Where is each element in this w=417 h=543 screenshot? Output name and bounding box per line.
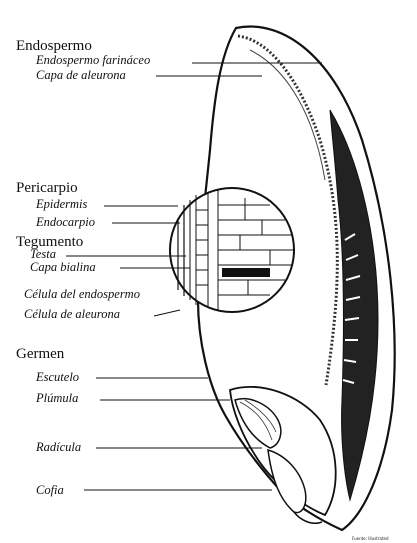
image-credit: Fuente: Illustrated [352, 536, 389, 541]
label-celula-de-aleurona: Célula de aleurona [24, 307, 120, 321]
label-plumula: Plúmula [35, 391, 78, 405]
label-capa-de-aleurona: Capa de aleurona [36, 68, 126, 82]
leader-celula-de-aleurona [154, 310, 180, 316]
label-testa: Testa [30, 247, 56, 261]
label-radicula: Radícula [35, 440, 81, 454]
label-cofia: Cofia [36, 483, 64, 497]
label-celula-del-endospermo: Célula del endospermo [24, 287, 140, 301]
label-epidermis: Epidermis [35, 197, 88, 211]
group-title-endospermo: Endospermo [16, 38, 92, 54]
label-endocarpio: Endocarpio [35, 215, 95, 229]
label-capa-bialina: Capa bialina [30, 260, 96, 274]
label-endospermo-farinaceo: Endospermo farináceo [35, 53, 150, 67]
group-title-germen: Germen [16, 346, 65, 362]
label-escutelo: Escutelo [35, 370, 79, 384]
group-title-pericarpio: Pericarpio [16, 180, 78, 196]
